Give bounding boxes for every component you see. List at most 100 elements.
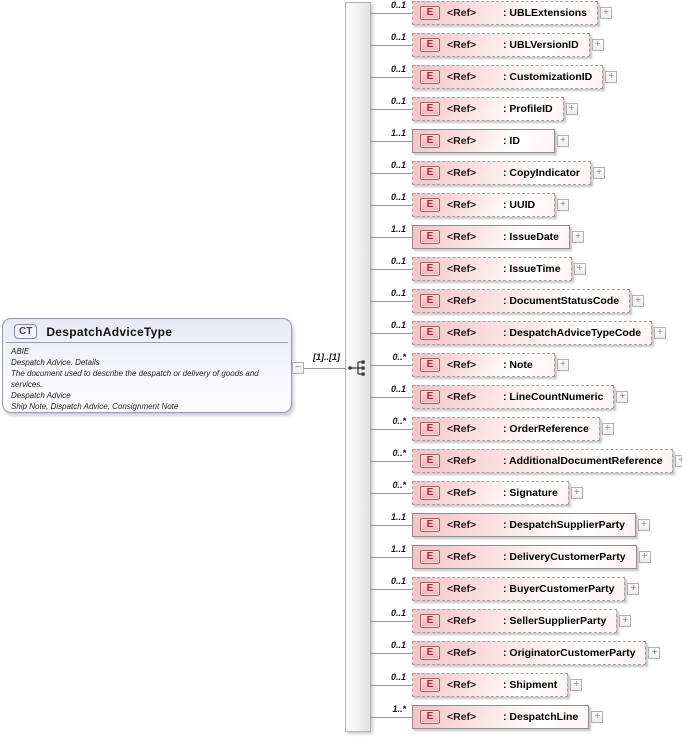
cardinality-label: 0..1 <box>390 192 406 202</box>
element-despatch-supplier-party[interactable]: E <Ref> : DespatchSupplierParty <box>412 513 636 537</box>
element-name: : BuyerCustomerParty <box>503 583 615 595</box>
element-uuid[interactable]: E <Ref> : UUID <box>412 193 555 217</box>
ref-label: <Ref> <box>447 327 477 339</box>
ref-label: <Ref> <box>447 359 477 371</box>
ref-label: <Ref> <box>447 135 477 147</box>
element-signature[interactable]: E <Ref> : Signature <box>412 481 569 505</box>
ref-label: <Ref> <box>447 231 477 243</box>
expand-icon[interactable]: + <box>601 423 614 435</box>
element-seller-supplier-party[interactable]: E <Ref> : SellerSupplierParty <box>412 609 618 633</box>
connector-line <box>370 589 413 590</box>
element-badge: E <box>420 390 440 404</box>
element-badge: E <box>420 230 440 244</box>
expand-icon[interactable]: + <box>565 103 578 115</box>
element-buyer-customer-party[interactable]: E <Ref> : BuyerCustomerParty <box>412 577 626 601</box>
element-document-status-code[interactable]: E <Ref> : DocumentStatusCode <box>412 289 631 313</box>
connector-line <box>304 368 345 369</box>
element-name: : UUID <box>503 199 536 211</box>
annotation-line: Despatch Advice <box>11 391 71 400</box>
element-badge: E <box>420 38 440 52</box>
element-customization-id[interactable]: E <Ref> : CustomizationID <box>412 65 604 89</box>
element-badge: E <box>420 550 440 564</box>
element-name: : Shipment <box>503 679 558 691</box>
element-order-reference[interactable]: E <Ref> : OrderReference <box>412 417 600 441</box>
cardinality-label: 0..1 <box>390 384 406 394</box>
collapse-icon[interactable]: − <box>292 362 304 374</box>
element-node-wrap: E <Ref> : UBLVersionID + <box>412 33 604 57</box>
element-node-wrap: E <Ref> : DespatchLine + <box>412 705 604 729</box>
element-name: : CustomizationID <box>503 71 593 83</box>
element-badge: E <box>420 710 440 724</box>
ref-label: <Ref> <box>447 679 477 691</box>
expand-icon[interactable]: + <box>675 455 682 467</box>
expand-icon[interactable]: + <box>632 295 645 307</box>
ref-label: <Ref> <box>447 391 477 403</box>
expand-icon[interactable]: + <box>616 391 629 403</box>
expand-icon[interactable]: + <box>573 263 586 275</box>
element-name: : DeliveryCustomerParty <box>503 551 626 563</box>
expand-icon[interactable]: + <box>637 519 650 531</box>
cardinality-label: 0..1 <box>390 32 406 42</box>
element-name: : AdditionalDocumentReference <box>503 455 663 467</box>
expand-icon[interactable]: + <box>627 583 640 595</box>
element-name: : SellerSupplierParty <box>503 615 607 627</box>
element-badge: E <box>420 326 440 340</box>
element-node-wrap: E <Ref> : Shipment + <box>412 673 583 697</box>
expand-icon[interactable]: + <box>572 231 585 243</box>
expand-icon[interactable]: + <box>557 135 569 147</box>
element-originator-customer-party[interactable]: E <Ref> : OriginatorCustomerParty <box>412 641 647 665</box>
element-id[interactable]: E <Ref> : ID <box>412 129 555 153</box>
expand-icon[interactable]: + <box>591 711 604 723</box>
expand-icon[interactable]: + <box>654 327 667 339</box>
connector-cardinality: [1]..[1] <box>313 352 340 362</box>
element-badge: E <box>420 294 440 308</box>
connector-line <box>370 397 413 398</box>
element-badge: E <box>420 262 440 276</box>
expand-icon[interactable]: + <box>648 647 661 659</box>
element-name: : DespatchLine <box>503 711 579 723</box>
expand-icon[interactable]: + <box>638 551 651 563</box>
element-ublextensions[interactable]: E <Ref> : UBLExtensions <box>412 1 599 25</box>
expand-icon[interactable]: + <box>557 359 569 371</box>
element-despatch-advice-type-code[interactable]: E <Ref> : DespatchAdviceTypeCode <box>412 321 653 345</box>
element-copy-indicator[interactable]: E <Ref> : CopyIndicator <box>412 161 592 185</box>
element-name: : LineCountNumeric <box>503 391 604 403</box>
element-delivery-customer-party[interactable]: E <Ref> : DeliveryCustomerParty <box>412 545 637 569</box>
element-ublversion-id[interactable]: E <Ref> : UBLVersionID <box>412 33 590 57</box>
expand-icon[interactable]: + <box>591 39 604 51</box>
element-name: : ProfileID <box>503 103 553 115</box>
element-line-count-numeric[interactable]: E <Ref> : LineCountNumeric <box>412 385 615 409</box>
cardinality-label: 1..1 <box>390 544 406 554</box>
element-note[interactable]: E <Ref> : Note <box>412 353 555 377</box>
connector-line <box>370 333 413 334</box>
connector-line <box>370 205 413 206</box>
ref-label: <Ref> <box>447 423 477 435</box>
sequence-icon[interactable] <box>347 359 373 377</box>
element-despatch-line[interactable]: E <Ref> : DespatchLine <box>412 705 590 729</box>
ref-label: <Ref> <box>447 39 477 51</box>
ref-label: <Ref> <box>447 455 477 467</box>
element-issue-date[interactable]: E <Ref> : IssueDate <box>412 225 571 249</box>
element-additional-document-reference[interactable]: E <Ref> : AdditionalDocumentReference <box>412 449 674 473</box>
expand-icon[interactable]: + <box>619 615 632 627</box>
ref-label: <Ref> <box>447 647 477 659</box>
element-name: : DespatchSupplierParty <box>503 519 625 531</box>
element-shipment[interactable]: E <Ref> : Shipment <box>412 673 569 697</box>
annotation-line: ABIE <box>11 347 30 356</box>
element-node-wrap: E <Ref> : CopyIndicator + <box>412 161 606 185</box>
connector-line <box>370 13 413 14</box>
connector-line <box>370 301 413 302</box>
element-node-wrap: E <Ref> : DeliveryCustomerParty + <box>412 545 651 569</box>
expand-icon[interactable]: + <box>570 487 583 499</box>
element-issue-time[interactable]: E <Ref> : IssueTime <box>412 257 572 281</box>
expand-icon[interactable]: + <box>600 7 613 19</box>
element-profile-id[interactable]: E <Ref> : ProfileID <box>412 97 564 121</box>
expand-icon[interactable]: + <box>593 167 606 179</box>
expand-icon[interactable]: + <box>557 199 569 211</box>
connector-line <box>370 269 413 270</box>
element-badge: E <box>420 486 440 500</box>
expand-icon[interactable]: + <box>605 71 618 83</box>
expand-icon[interactable]: + <box>570 679 583 691</box>
element-badge: E <box>420 70 440 84</box>
